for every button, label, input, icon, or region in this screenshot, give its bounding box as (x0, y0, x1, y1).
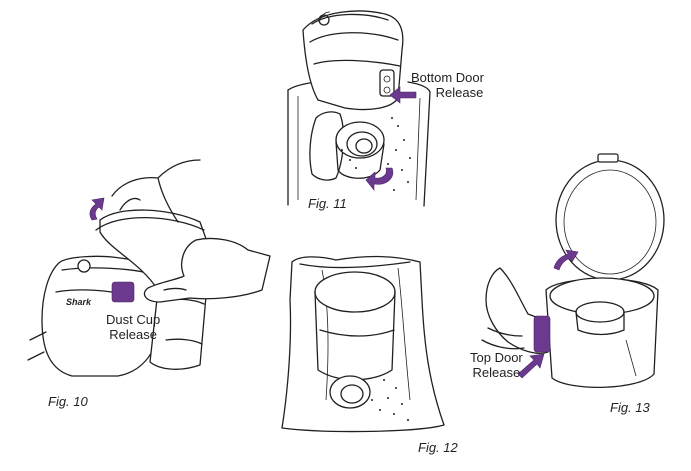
top-door-release-arrow-icon (517, 353, 545, 379)
fig11-caption: Fig. 11 (308, 196, 347, 211)
fig13-illustration (481, 153, 665, 389)
bottom-door-release-arrow-icon (389, 86, 417, 104)
dust-cup-release-button (111, 281, 135, 303)
top-door-release-label: Top Door Release (470, 350, 523, 380)
fig12-debris (371, 379, 409, 421)
shark-logo: Shark (66, 297, 92, 307)
bottom-door-release-label: Bottom Door Release (411, 70, 484, 100)
fig12-caption: Fig. 12 (418, 440, 458, 455)
fig11-curved-arrow-icon (365, 167, 394, 191)
fig10-up-arrow-icon (89, 197, 105, 221)
dust-cup-release-label: Dust Cup Release (106, 312, 161, 342)
fig11-illustration (287, 10, 431, 207)
fig11-debris (341, 117, 411, 191)
fig12-illustration (281, 255, 445, 433)
fig13-up-arrow-icon (553, 249, 579, 271)
fig13-caption: Fig. 13 (610, 400, 650, 415)
top-door-release-latch (533, 315, 551, 353)
fig10-caption: Fig. 10 (48, 394, 88, 409)
fig10-illustration: Shark (27, 159, 271, 377)
